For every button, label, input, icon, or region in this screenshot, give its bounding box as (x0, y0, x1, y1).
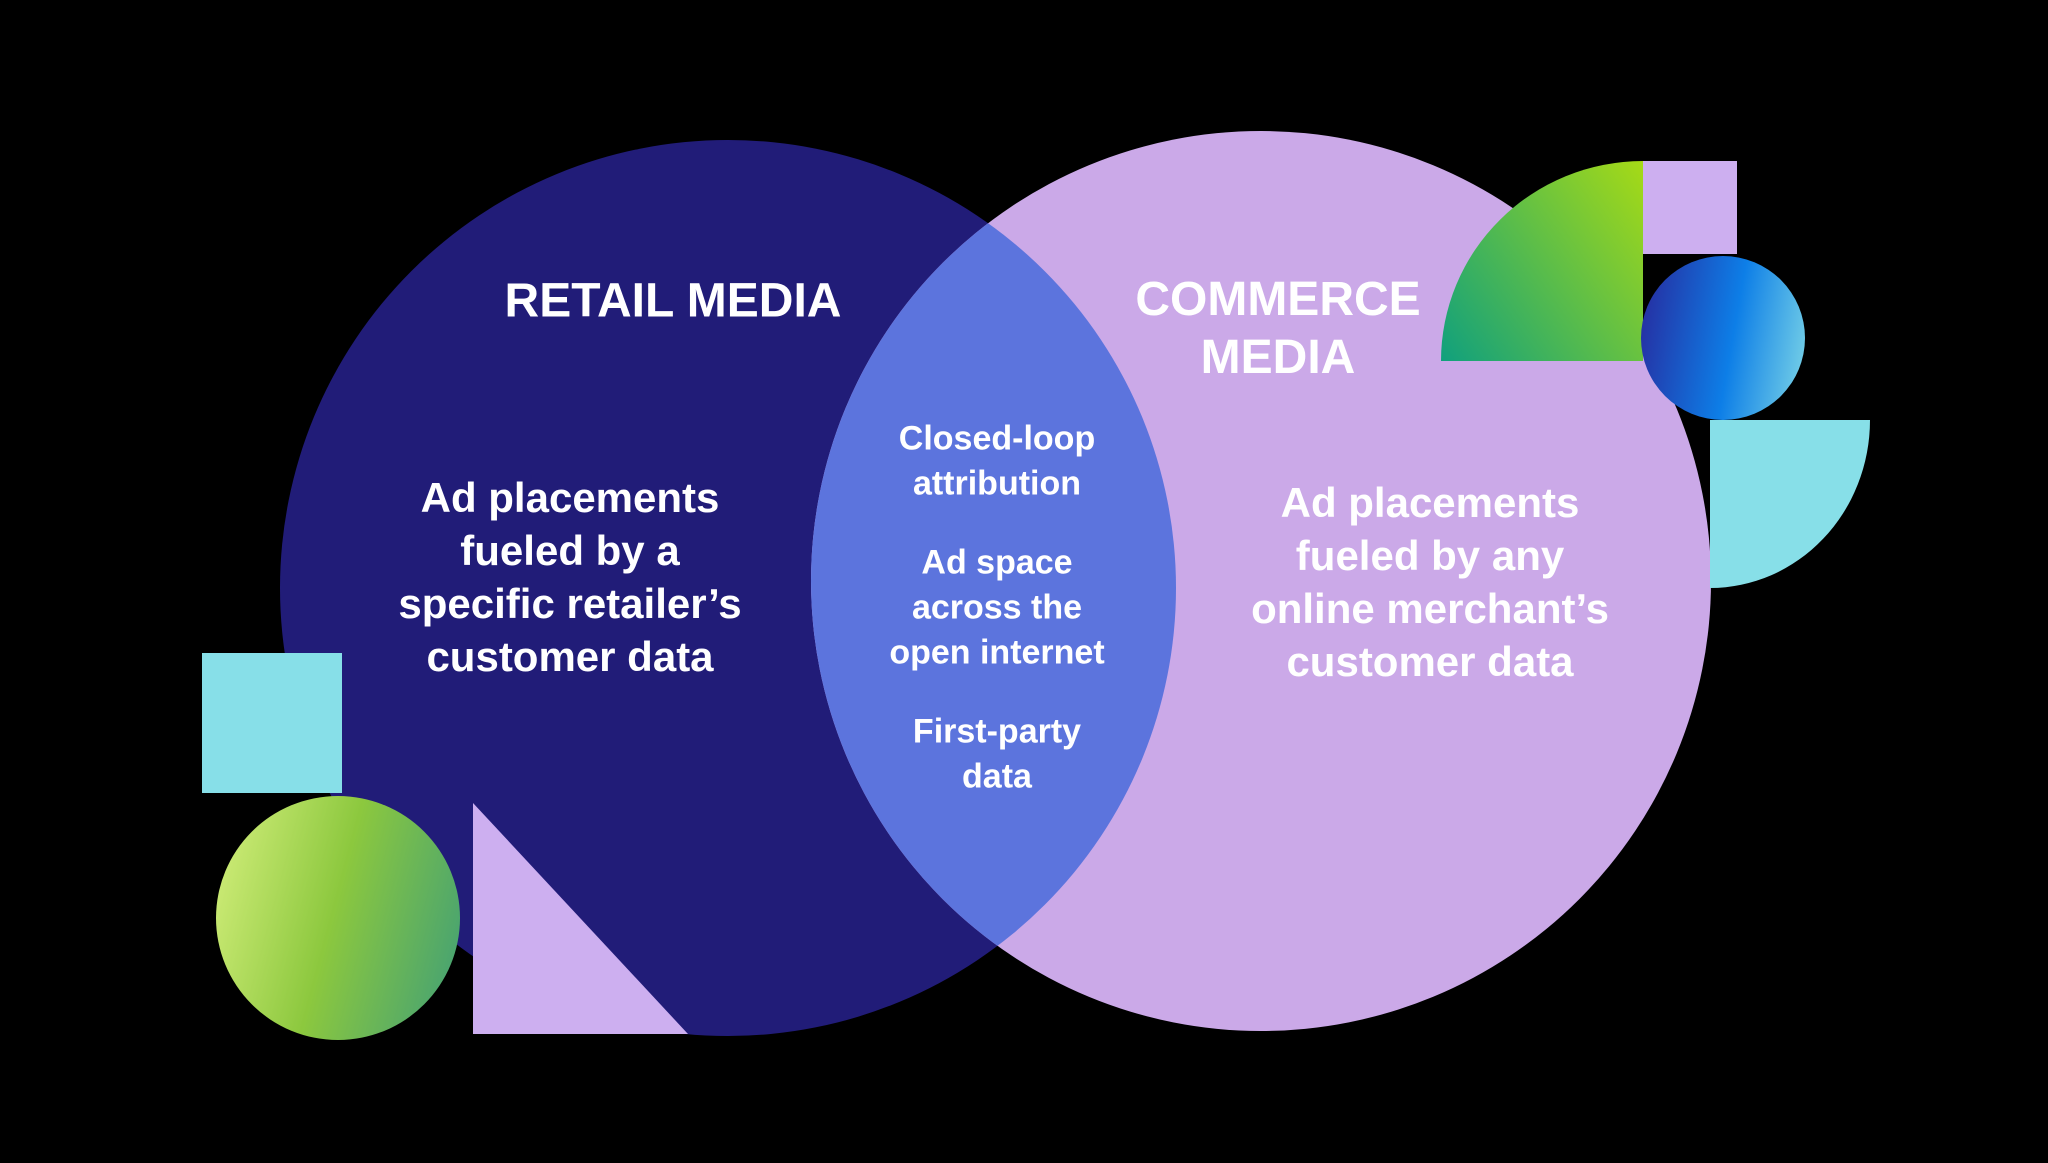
commerce-title-line: COMMERCE (1135, 273, 1421, 326)
commerce-media-title: COMMERCE MEDIA (1135, 271, 1420, 387)
overlap-item-ad-space: Ad space across the open internet (889, 541, 1104, 676)
commerce-description-line: online merchant’s (1251, 585, 1609, 632)
commerce-description-line: fueled by any (1295, 532, 1565, 579)
commerce-description-line: Ad placements (1280, 479, 1580, 526)
retail-description-line: fueled by a (460, 527, 680, 574)
retail-description-line: Ad placements (420, 474, 720, 521)
teal-square-decoration (202, 653, 342, 793)
teal-quarter-circle-decoration (1710, 420, 1870, 588)
overlap-item-line: Ad space (921, 543, 1073, 582)
lavender-square-decoration (1643, 161, 1737, 254)
blue-gradient-circle-decoration (1641, 256, 1805, 420)
overlap-item-line: Closed-loop (898, 419, 1096, 458)
overlap-item-line: across the (911, 588, 1083, 627)
overlap-item-closed-loop: Closed-loop attribution (889, 417, 1104, 507)
commerce-description-line: customer data (1286, 638, 1574, 685)
overlap-item-first-party: First-party data (889, 710, 1104, 800)
commerce-media-description: Ad placements fueled by any online merch… (1251, 476, 1609, 688)
retail-description-line: customer data (426, 633, 714, 680)
overlap-item-line: First-party (912, 712, 1082, 751)
retail-media-title: RETAIL MEDIA (504, 274, 842, 328)
overlap-item-line: attribution (912, 464, 1082, 503)
commerce-title-line: MEDIA (1200, 331, 1356, 384)
retail-media-description: Ad placements fueled by a specific retai… (398, 471, 741, 683)
overlap-item-line: open internet (889, 633, 1105, 672)
overlap-items: Closed-loop attribution Ad space across … (889, 417, 1104, 800)
overlap-item-line: data (962, 757, 1032, 796)
green-gradient-circle-decoration (216, 796, 460, 1040)
retail-description-line: specific retailer’s (398, 580, 742, 627)
